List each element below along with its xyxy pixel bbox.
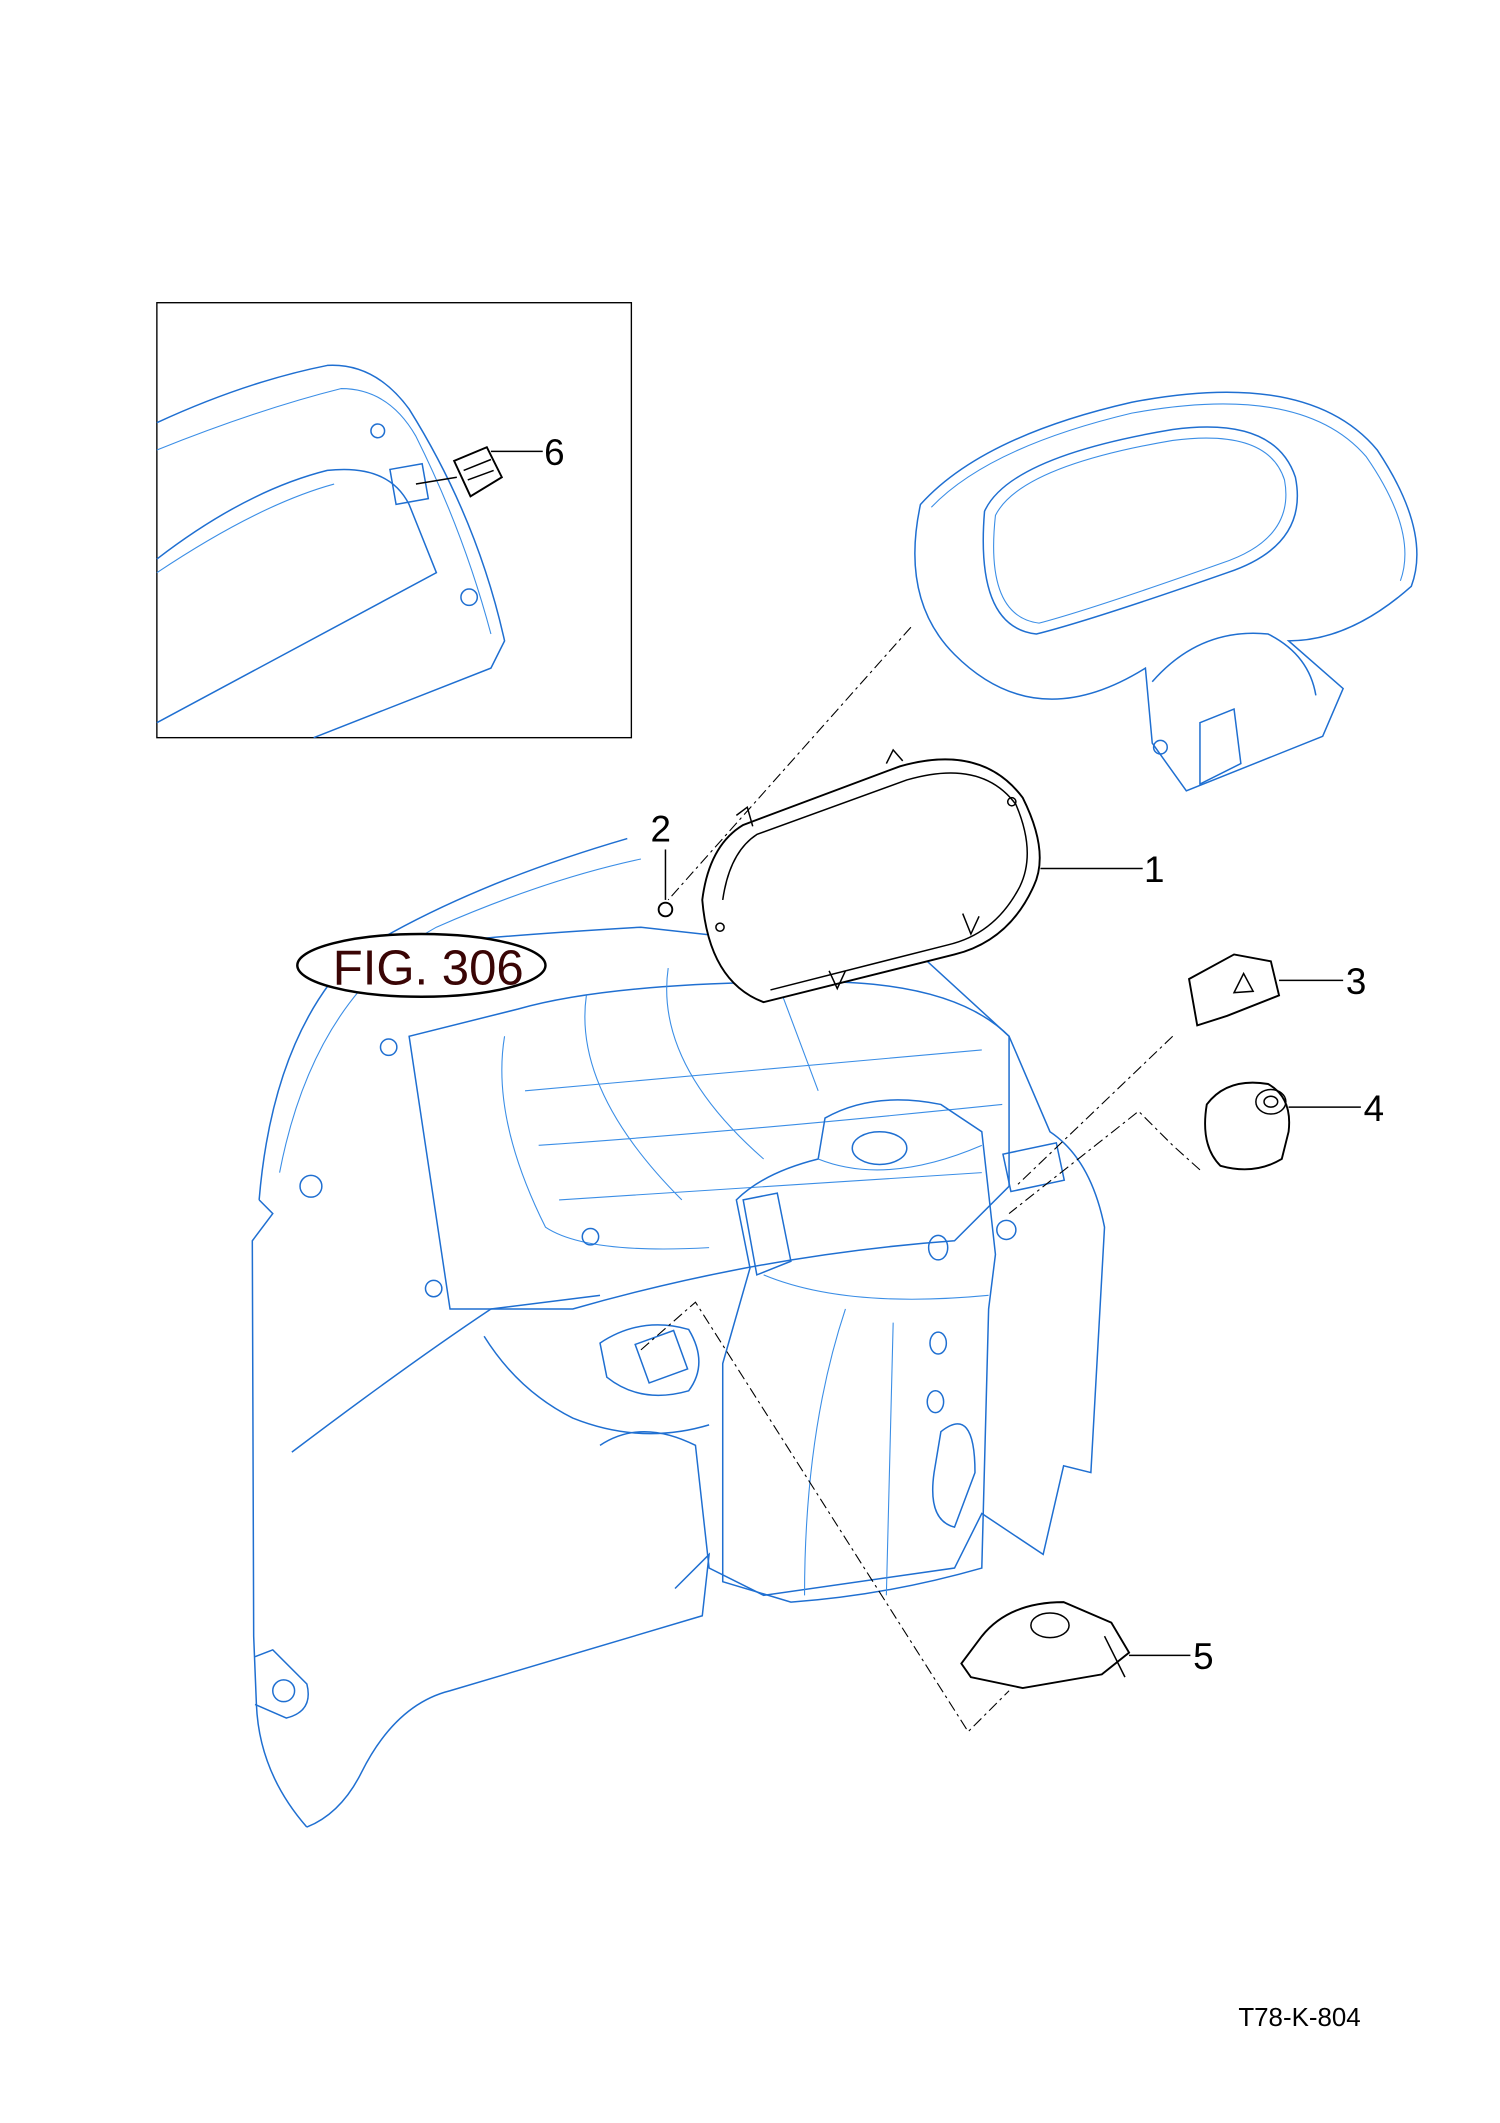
callout-3: 3 bbox=[1346, 961, 1366, 1002]
drawing-code: T78-K-804 bbox=[1238, 2004, 1360, 2032]
callout-1: 1 bbox=[1144, 849, 1164, 890]
callout-2: 2 bbox=[650, 808, 670, 849]
part-5-turn-signal-switch bbox=[960, 1601, 1131, 1690]
leader-lines bbox=[640, 626, 1201, 1733]
instrument-cover bbox=[914, 391, 1418, 792]
part-6-switch bbox=[415, 446, 504, 498]
part-2-screw bbox=[657, 849, 674, 918]
center-column-cover bbox=[721, 1099, 1066, 1603]
figure-reference-label: FIG. 306 bbox=[333, 941, 524, 995]
callout-5: 5 bbox=[1193, 1636, 1213, 1677]
figure-reference-badge[interactable]: FIG. 306 bbox=[296, 932, 547, 998]
callout-6: 6 bbox=[544, 432, 564, 473]
inset-detail bbox=[156, 302, 633, 739]
part-4-socket bbox=[1204, 1081, 1291, 1171]
part-3-hazard-switch bbox=[1187, 953, 1281, 1027]
part-1-speedometer bbox=[701, 748, 1041, 1004]
callout-4: 4 bbox=[1364, 1088, 1384, 1129]
